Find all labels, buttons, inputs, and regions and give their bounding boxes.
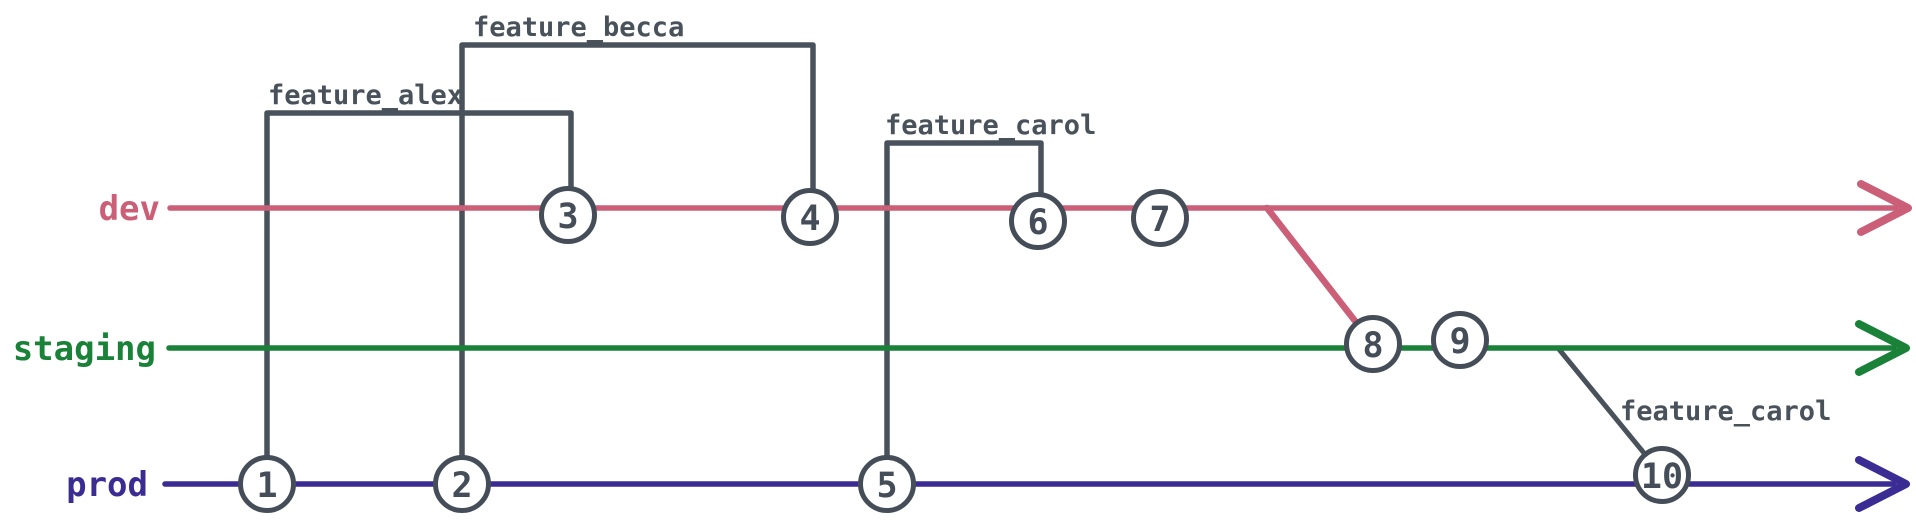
commit-number-10: 10: [1641, 457, 1683, 497]
commit-node-1: [238, 455, 296, 513]
merge-branch-label: feature_carol: [1620, 396, 1831, 427]
feature-branch-path-feature_carol: [884, 140, 1044, 487]
branch-label-prod: prod: [66, 465, 148, 505]
commit-node-5: [858, 455, 916, 513]
branch-label-dev: dev: [99, 189, 160, 229]
branch-label-staging: staging: [13, 329, 156, 369]
commit-number-2: 2: [451, 466, 472, 506]
commit-node-2: [433, 455, 491, 513]
commit-node-3: [539, 186, 597, 244]
feature-branch-path-feature_becca: [459, 42, 816, 487]
branch-arrowhead-staging: [1855, 320, 1910, 376]
feature-branch-label: feature_becca: [473, 12, 684, 43]
commit-node-10: [1633, 446, 1691, 504]
commit-number-9: 9: [1449, 322, 1470, 362]
commit-number-4: 4: [799, 199, 820, 239]
commit-number-7: 7: [1149, 200, 1170, 240]
commit-node-8: [1344, 315, 1402, 373]
branch-arrowhead-prod: [1855, 456, 1910, 512]
commit-number-5: 5: [876, 466, 897, 506]
commit-number-8: 8: [1362, 326, 1383, 366]
commit-node-6: [1009, 192, 1067, 250]
branch-arrowhead-dev: [1857, 180, 1912, 236]
commit-node-7: [1131, 189, 1189, 247]
commit-node-9: [1431, 311, 1489, 369]
feature-branch-label: feature_carol: [885, 110, 1096, 141]
commit-number-1: 1: [256, 466, 277, 506]
commit-number-6: 6: [1027, 203, 1048, 243]
commit-node-4: [781, 188, 839, 246]
commit-number-3: 3: [557, 197, 578, 237]
feature-branch-path-feature_alex: [264, 110, 574, 487]
feature-branch-label: feature_alex: [268, 80, 463, 111]
